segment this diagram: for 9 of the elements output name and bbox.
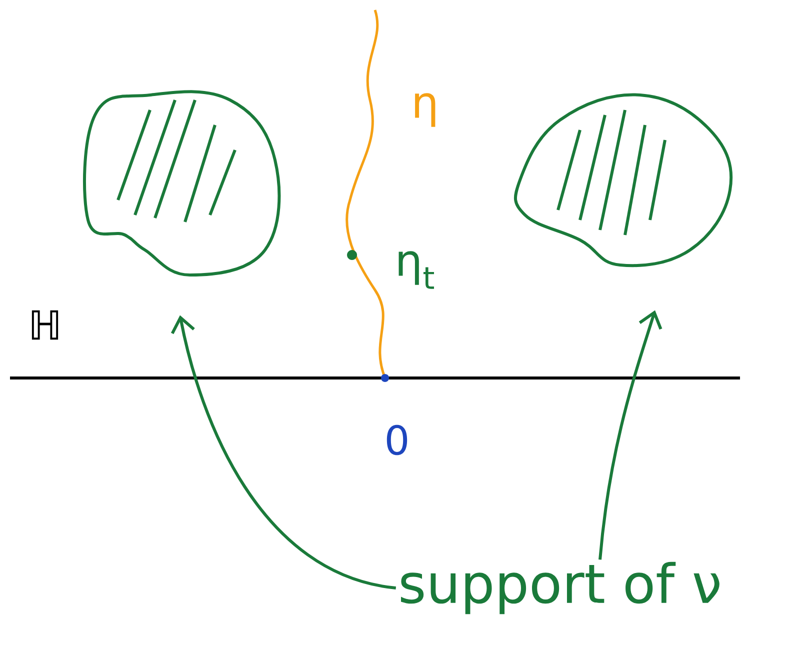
arrow xyxy=(598,310,662,560)
hatched-blob xyxy=(514,93,733,268)
math-label: 0 xyxy=(386,424,408,456)
math-label: η$_{t}$ xyxy=(398,251,434,289)
arrow xyxy=(170,315,396,590)
caption-text: support of ν xyxy=(401,562,720,614)
hatched-blob xyxy=(83,90,281,276)
math-label: η xyxy=(415,93,436,127)
math-label: ℍ xyxy=(32,310,58,340)
